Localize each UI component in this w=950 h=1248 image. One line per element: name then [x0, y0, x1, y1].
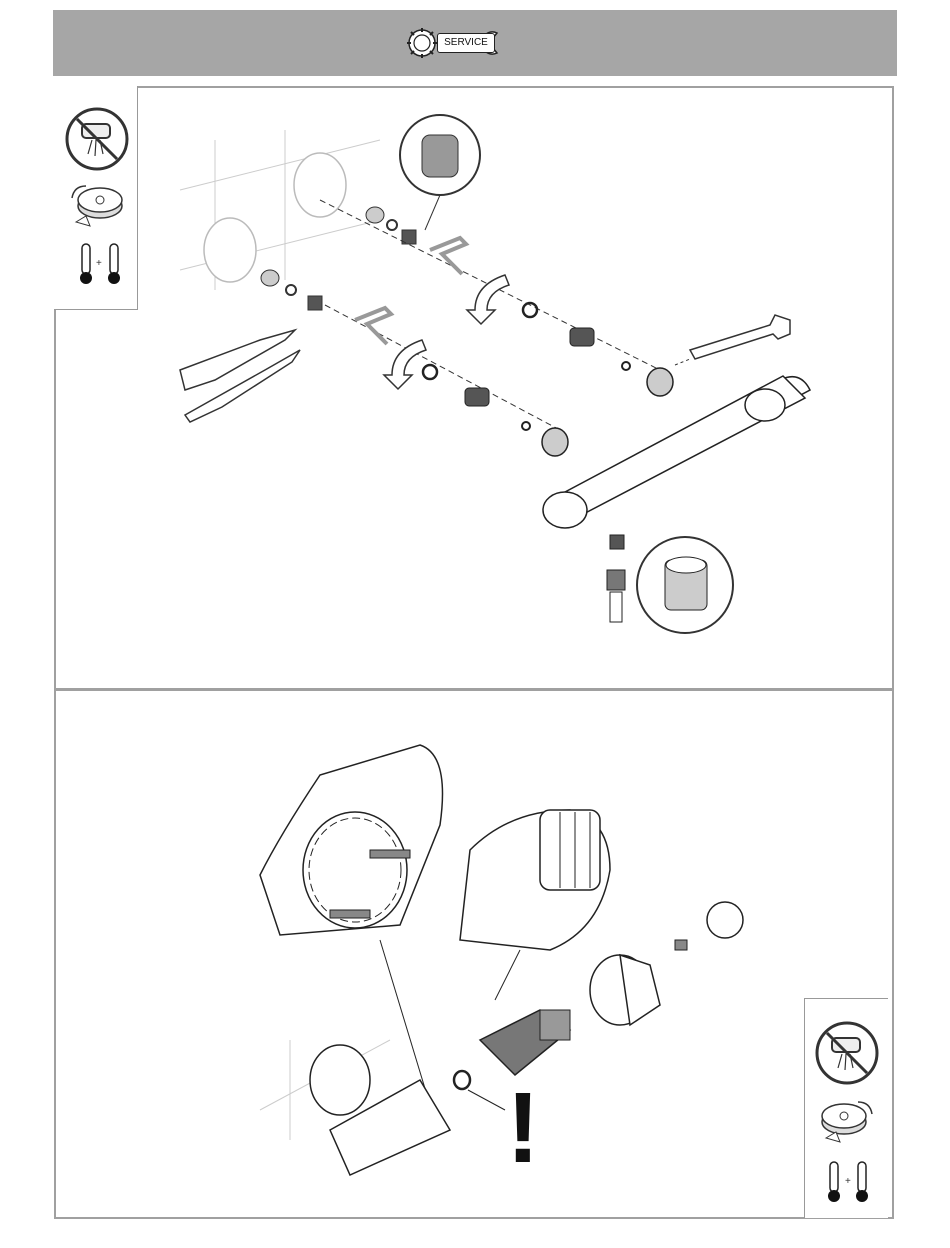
service-badge-label: SERVICE: [437, 33, 495, 53]
thermostat-disassembly-illustration: [160, 110, 860, 670]
thermometer-icon: [824, 1160, 844, 1204]
thermometer-icon: [104, 242, 124, 286]
plus-icon: +: [845, 1176, 851, 1187]
plus-icon: +: [96, 258, 102, 269]
check-valve-icon: [62, 178, 132, 238]
no-water-flow-icon: [62, 104, 132, 174]
thermometer-icon: [852, 1160, 872, 1204]
thermometer-icon: [76, 242, 96, 286]
warning-exclamation-icon: !: [500, 1080, 546, 1176]
no-water-flow-icon: [812, 1018, 882, 1088]
check-valve-icon: [812, 1094, 882, 1154]
